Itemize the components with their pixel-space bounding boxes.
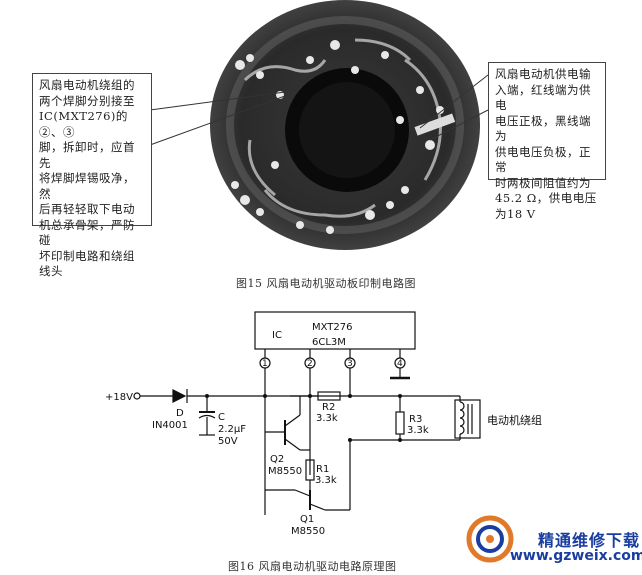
- right-callout: 风扇电动机供电输 入端，红线端为供电 电压正极，黑线端为 供电电压负极，正常 时…: [488, 62, 606, 221]
- left-callout-line: IC(MXT276)的②、③: [39, 109, 128, 139]
- circuit-schematic: IC MXT276 6CL3M 1 2 3 4 +18V D IN4001 C …: [105, 311, 542, 537]
- cap-value: 2.2μF: [218, 424, 246, 435]
- q2-ref: Q2: [270, 454, 284, 465]
- left-callout-line: 风扇电动机绕组的: [39, 78, 135, 92]
- right-callout-line: 入端，红线端为供电: [495, 82, 591, 113]
- q1-ref: Q1: [300, 514, 314, 525]
- left-callout-line: 坏印制电路和绕组: [39, 248, 135, 263]
- q2-part: M8550: [268, 466, 302, 477]
- diode-ref: D: [176, 408, 184, 419]
- callout-leaders: [149, 74, 489, 146]
- r1-value: 3.3k: [315, 475, 337, 486]
- ic-part-label: MXT276: [312, 322, 353, 333]
- pin3-label: 3: [347, 359, 353, 369]
- r1-ref: R1: [316, 464, 329, 475]
- watermark-logo-icon: [466, 515, 514, 563]
- watermark-url: www.gzweix.com: [510, 548, 642, 564]
- ic-box: [254, 311, 416, 350]
- left-callout-line: 两个焊脚分别接至: [39, 93, 135, 108]
- r2-value: 3.3k: [316, 413, 338, 424]
- right-callout-line: 为18 V: [495, 206, 536, 221]
- ic-part2-label: 6CL3M: [312, 337, 346, 348]
- cap-ref: C: [218, 412, 225, 423]
- figure16-caption: 图16 风扇电动机驱动电路原理图: [228, 560, 397, 573]
- q1-part: M8550: [291, 526, 325, 537]
- left-callout-line: 脚，拆卸时，应首先: [39, 140, 135, 170]
- diode-part: IN4001: [152, 420, 188, 431]
- right-callout-line: 45.2 Ω，供电电压: [495, 191, 597, 205]
- pin4-label: 4: [397, 359, 403, 369]
- supply-label: +18V: [105, 392, 133, 403]
- right-callout-line: 电压正极，黑线端为: [495, 113, 591, 144]
- left-callout-line: 后再轻轻取下电动: [39, 202, 135, 216]
- figure15-caption: 图15 风扇电动机驱动板印制电路图: [236, 277, 416, 290]
- right-callout-line: 供电电压负极，正常: [495, 144, 591, 175]
- ic-label: IC: [272, 330, 282, 341]
- watermark-title: 精通维修下载: [538, 531, 641, 550]
- pin2-label: 2: [307, 359, 313, 369]
- right-callout-line: 风扇电动机供电输: [495, 67, 591, 81]
- r3-ref: R3: [409, 414, 422, 425]
- pin1-label: 1: [262, 359, 268, 369]
- left-callout: 风扇电动机绕组的 两个焊脚分别接至 IC(MXT276)的②、③ 脚，拆卸时，应…: [32, 73, 152, 278]
- cap-voltage: 50V: [218, 436, 238, 447]
- left-callout-line: 线头: [39, 264, 63, 278]
- left-callout-line: 机总承骨架，严防碰: [39, 217, 135, 248]
- r2-ref: R2: [322, 402, 335, 413]
- motor-winding-label: 电动机绕组: [487, 413, 542, 427]
- pcb-photo: [210, 0, 480, 250]
- left-callout-line: 将焊脚焊锡吸净，然: [39, 171, 135, 201]
- right-callout-line: 时两极间阻值约为: [495, 175, 591, 190]
- r3-value: 3.3k: [407, 425, 429, 436]
